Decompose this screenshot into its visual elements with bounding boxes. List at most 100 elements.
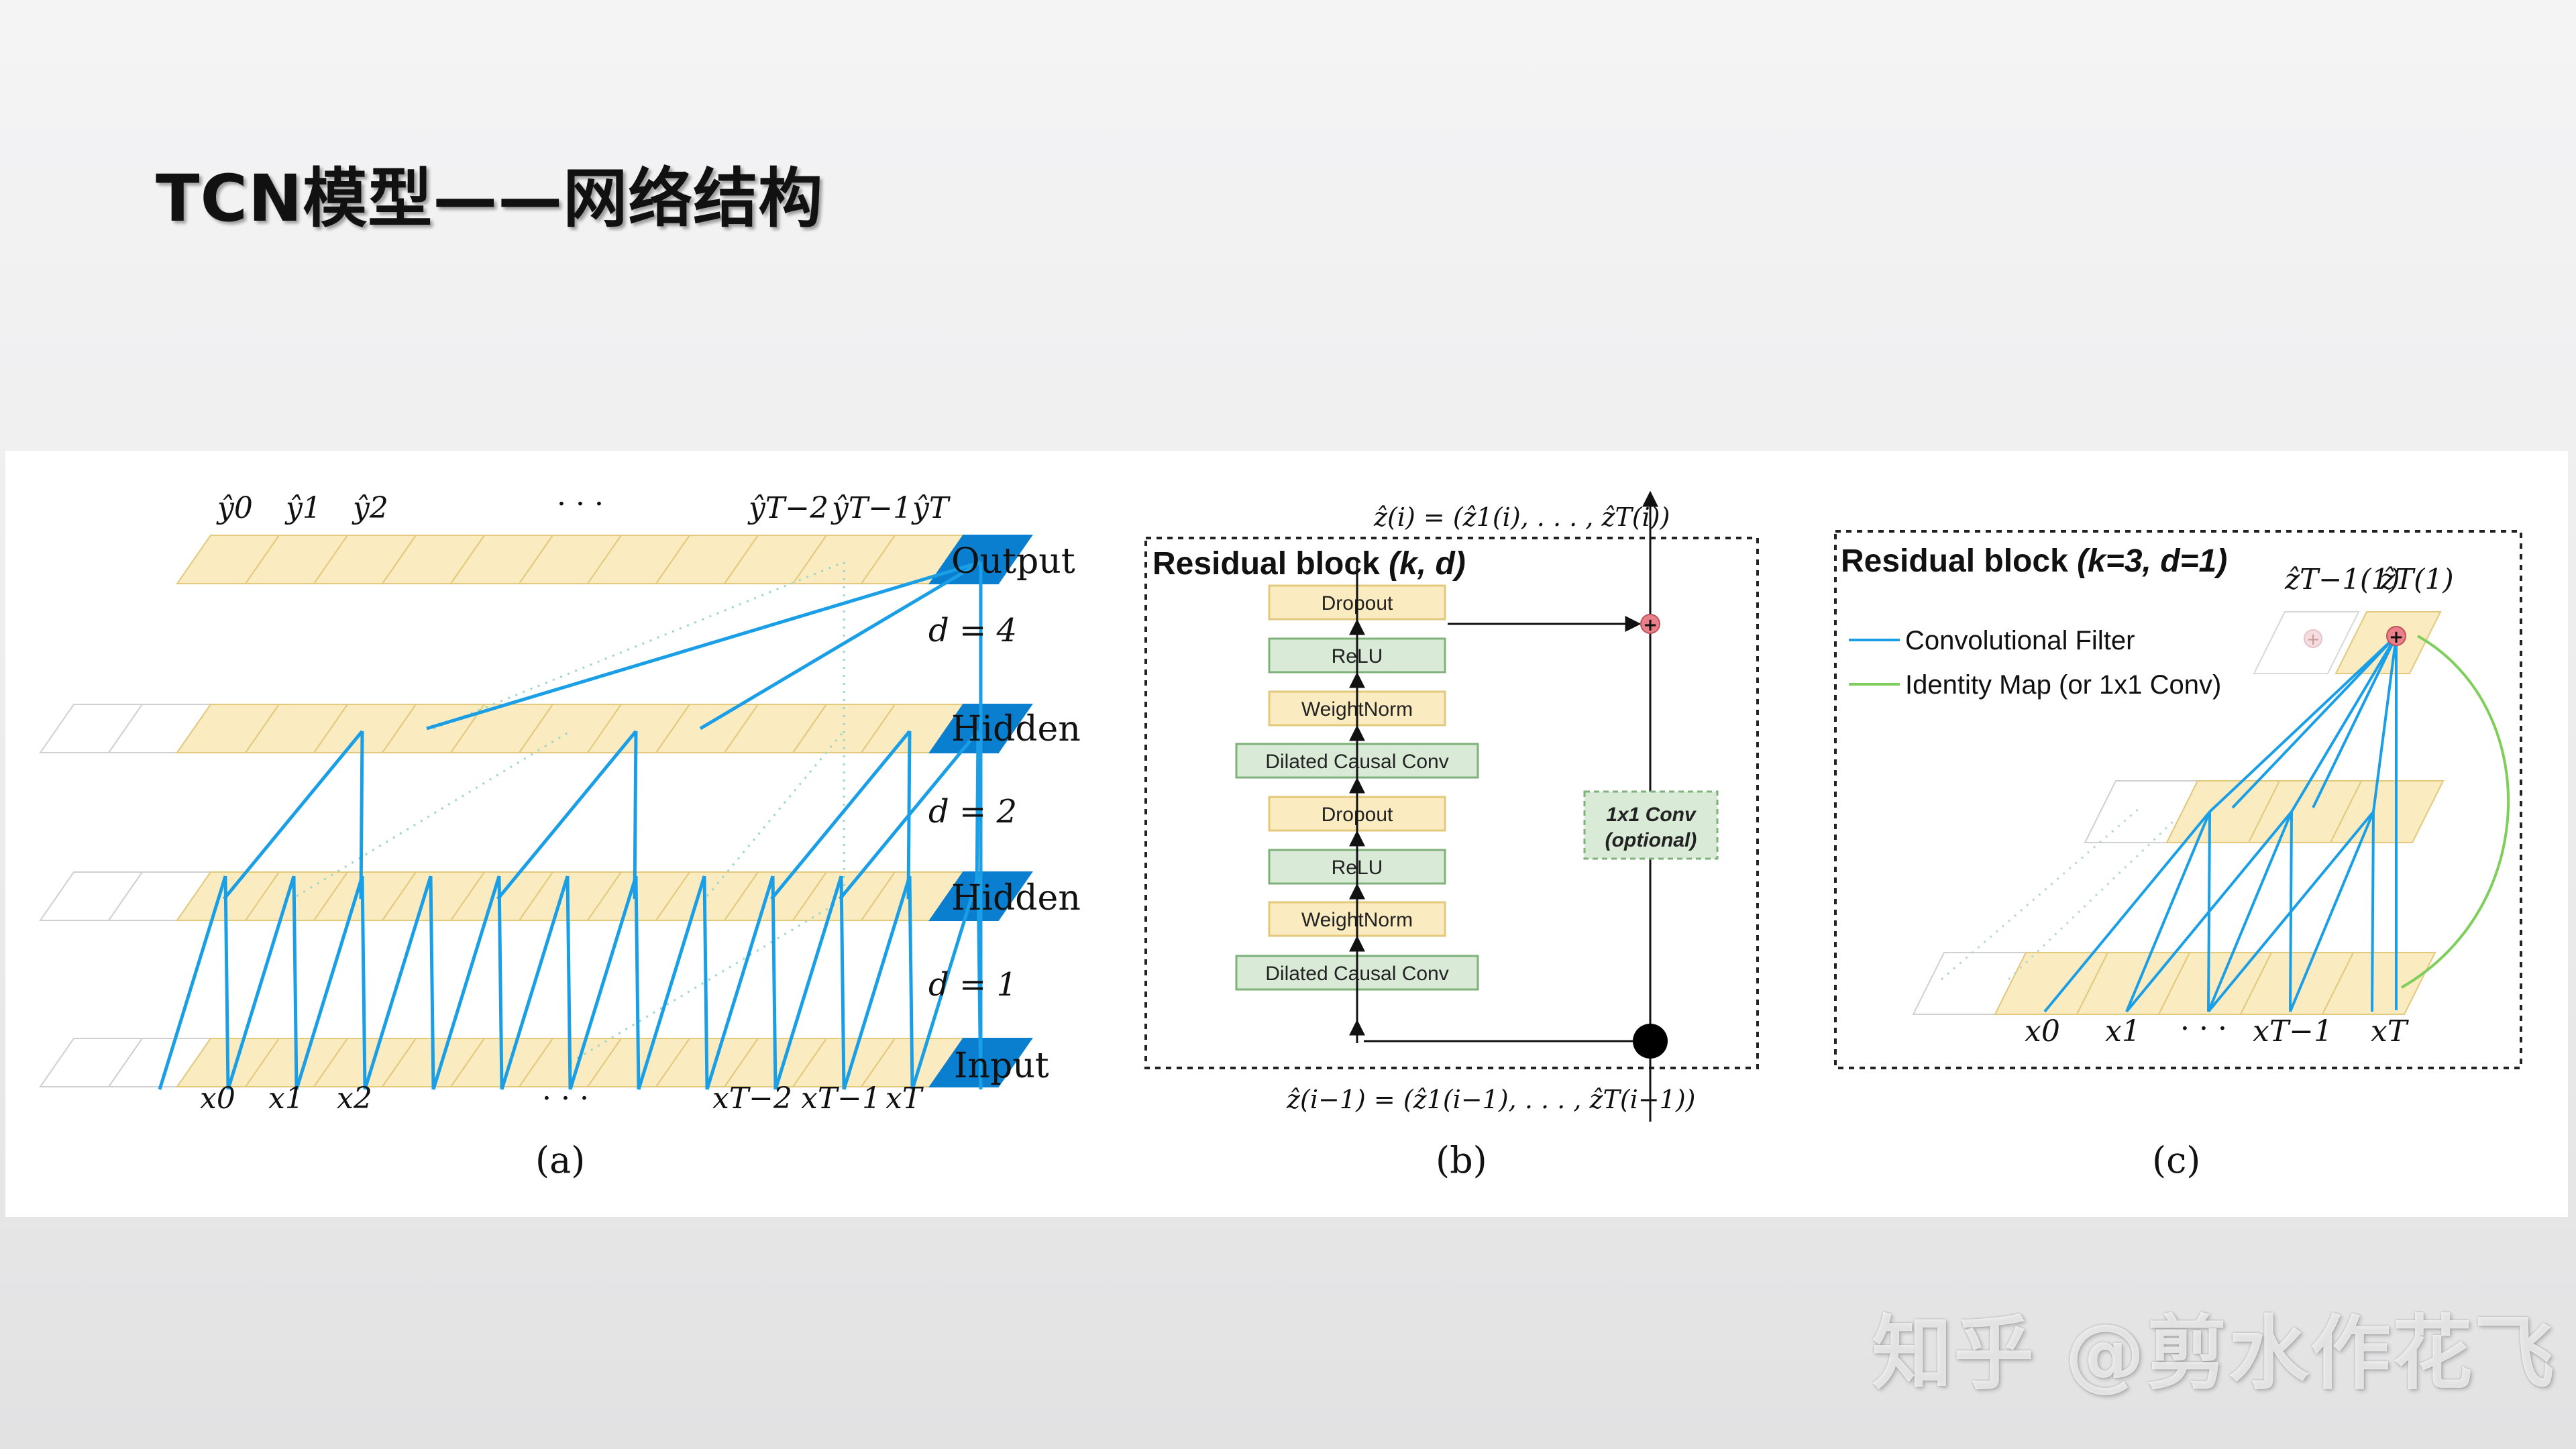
dilation-1-connection xyxy=(634,875,641,1090)
panel-b-residual-block: Residual block (k, d) ẑ(i) = (ẑ1(i), . .… xyxy=(1144,490,1759,1181)
dilation-1-connection xyxy=(226,875,296,1090)
output-label-zT-1: ẑT−1(1) xyxy=(2284,563,2400,596)
dilation-1-connection xyxy=(637,875,706,1090)
c-input-label-x1: x1 xyxy=(2105,1014,2141,1049)
c-input-label-x0: x0 xyxy=(2025,1014,2060,1049)
panel-c-residual-block-example: Residual block (k=3, d=1) ẑT−1(1) ẑT(1) … xyxy=(1834,530,2522,1181)
dilation-1-connection xyxy=(500,875,570,1090)
dilation-2-connection xyxy=(975,731,980,900)
dilation-1-connection xyxy=(158,875,227,1090)
output-label-yT-2: ŷT−2 xyxy=(747,491,828,525)
filter-line xyxy=(2372,635,2398,812)
dilation-2-connection xyxy=(633,731,638,900)
caption-a: (a) xyxy=(535,1139,585,1181)
output-label-y1: ŷ1 xyxy=(284,491,321,525)
dilation-2-connection xyxy=(839,730,979,900)
layer-label-hidden-2: Hidden xyxy=(951,878,1081,918)
dilation-4-connection xyxy=(699,560,982,731)
filter-line xyxy=(2207,810,2375,1013)
output-label-y2: ŷ2 xyxy=(352,491,388,525)
input-label-xT-1: xT−1 xyxy=(801,1081,881,1116)
dotted-line xyxy=(433,561,845,730)
add-plus-icon: + xyxy=(1643,615,1658,635)
dilation-1-connection xyxy=(429,875,435,1090)
filter-line xyxy=(2290,635,2398,813)
dilation-4-connection xyxy=(426,560,981,731)
identity-map-curve xyxy=(2400,635,2510,989)
filter-line xyxy=(2125,811,2211,1012)
add-node-c xyxy=(2386,626,2406,646)
dilation-label-1: d = 1 xyxy=(928,966,1017,1004)
receptive-field-dotted-lines xyxy=(296,561,845,1064)
residual-block-title: Residual block (k, d) xyxy=(1152,546,1466,582)
dilation-1-connection xyxy=(360,875,367,1090)
dilation-1-connection xyxy=(705,875,775,1090)
input-label-ellipsis: · · · xyxy=(542,1081,589,1116)
filter-line xyxy=(2312,635,2398,808)
dilation-1-connection xyxy=(497,875,504,1090)
dilation-1-connection xyxy=(431,875,501,1090)
hidden-cell xyxy=(2329,780,2445,843)
conv1x1-optional-label: (optional) xyxy=(1605,829,1697,851)
c-input-label-ellipsis: · · · xyxy=(2180,1012,2227,1046)
dilation-label-4: d = 4 xyxy=(928,612,1017,649)
filter-line xyxy=(2289,811,2375,1012)
block-output-label: ẑ(i) = (ẑ1(i), . . . , ẑT(i)) xyxy=(1373,502,1670,532)
panel-a-dilated-causal-conv: Output Hidden Hidden Input d = 4 d = 2 d… xyxy=(39,487,1081,1181)
caption-c: (c) xyxy=(2152,1139,2200,1181)
slide-title: TCN模型——网络结构 xyxy=(156,161,824,236)
dilation-2-connection xyxy=(770,730,911,900)
dilation-1-connection xyxy=(292,875,299,1090)
filter-line xyxy=(2371,811,2375,1012)
filter-line xyxy=(2231,635,2398,809)
dilation-1-connection xyxy=(842,875,912,1090)
faded-plus-icon: + xyxy=(2306,630,2320,649)
output-label-y0: ŷ0 xyxy=(216,491,253,525)
legend-conv-filter-label: Convolutional Filter xyxy=(1905,626,2135,655)
faded-add-node xyxy=(2304,629,2322,648)
input-cell xyxy=(2321,952,2436,1015)
layer-hidden-1 xyxy=(39,704,1033,753)
layer-label-output: Output xyxy=(951,541,1075,582)
filter-connections xyxy=(1941,635,2398,1013)
output-label-zT: ẑT(1) xyxy=(2379,563,2454,596)
output-label-yT-1: ŷT−1 xyxy=(830,491,912,525)
filter-line xyxy=(2125,810,2293,1013)
output-label-ellipsis: · · · xyxy=(557,487,604,521)
residual-add-node xyxy=(1640,614,1660,634)
input-label-xT-2: xT−2 xyxy=(712,1081,792,1116)
input-label-xT: xT xyxy=(885,1081,924,1116)
filter-line xyxy=(2207,811,2293,1012)
dotted-line xyxy=(706,731,845,897)
legend-identity-map-label: Identity Map (or 1x1 Conv) xyxy=(1905,670,2221,700)
dilated-connections xyxy=(158,560,983,1090)
dilation-1-connection xyxy=(839,875,846,1090)
split-node xyxy=(1633,1024,1668,1059)
dotted-line xyxy=(570,898,845,1064)
tcn-architecture-figure: Output Hidden Hidden Input d = 4 d = 2 d… xyxy=(5,451,2568,1217)
input-label-x1: x1 xyxy=(268,1081,304,1116)
dilation-1-connection xyxy=(702,875,709,1090)
c-input-label-xT-1: xT−1 xyxy=(2253,1014,2332,1049)
conv1x1-box xyxy=(1583,790,1719,860)
residual-block-c-title: Residual block (k=3, d=1) xyxy=(1841,543,2227,579)
dilation-1-connection xyxy=(568,875,638,1090)
input-label-x0: x0 xyxy=(200,1081,235,1116)
watermark: 知乎 @剪水作花飞 xyxy=(1872,1307,2556,1401)
dilation-1-connection xyxy=(566,875,572,1090)
dilation-1-connection xyxy=(223,875,230,1090)
c-input-label-xT: xT xyxy=(2371,1014,2410,1049)
dilation-label-2: d = 2 xyxy=(928,793,1017,830)
dilation-1-connection xyxy=(771,875,777,1090)
input-label-x2: x2 xyxy=(337,1081,372,1116)
layer-input xyxy=(39,1038,1033,1087)
block-input-label: ẑ(i−1) = (ẑ1(i−1), . . . , ẑT(i−1)) xyxy=(1286,1085,1695,1114)
residual-block-frame xyxy=(1144,537,1759,1069)
layer-hidden-2 xyxy=(39,871,1033,921)
dotted-line xyxy=(2007,820,2175,981)
layer-label-hidden-1: Hidden xyxy=(951,709,1081,749)
dilation-2-connection xyxy=(223,730,364,900)
layer-output xyxy=(176,535,1033,584)
filter-line xyxy=(2208,635,2398,813)
caption-b: (b) xyxy=(1436,1139,1487,1181)
